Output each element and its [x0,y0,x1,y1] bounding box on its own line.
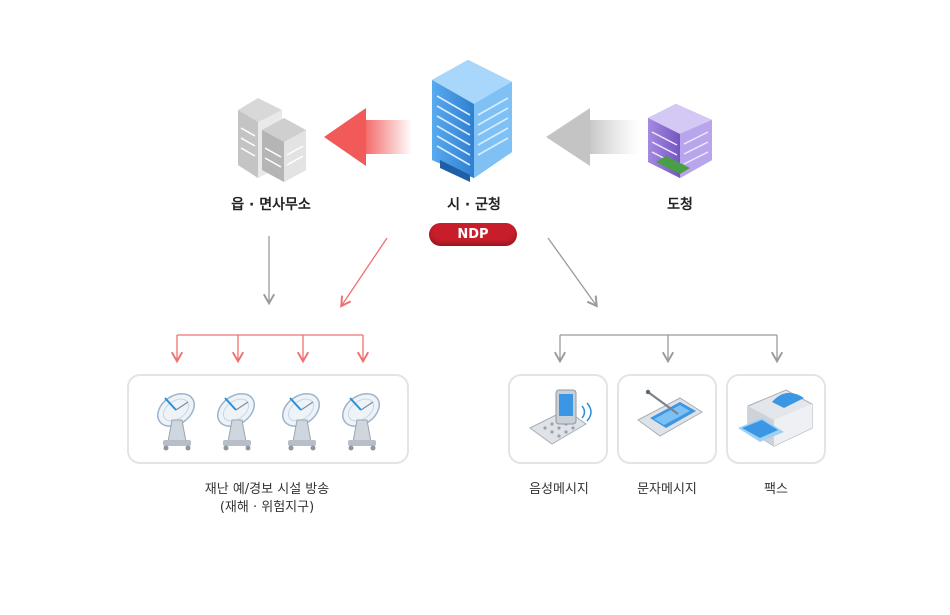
gray-fade-arrow [546,108,640,166]
text-message-label: 문자메시지 [637,482,697,497]
text-message-device-icon [637,389,703,437]
message-distribution-bracket [553,334,784,364]
fax-machine-icon [738,389,813,447]
broadcast-label: 재난 예/경보 시설 방송 [204,482,330,497]
city-hall-label: 시 · 군청 [447,197,501,213]
province-building-icon [648,104,712,178]
red-fade-arrow [324,108,412,166]
province-label: 도청 [667,197,693,213]
city-to-messages-arrow [547,237,598,308]
broadcast-box [127,374,409,464]
city-hall-building-icon [432,60,512,182]
broadcast-sublabel: (재해 · 위험지구) [219,500,315,515]
city-to-broadcast-arrow [340,237,388,308]
voice-message-label: 음성메시지 [529,482,589,497]
satellite-dish-icon [157,393,195,451]
broadcast-distribution-bracket [170,334,370,364]
fax-label: 팩스 [764,482,788,497]
phone-icon [529,389,592,445]
town-office-label: 읍 · 면사무소 [231,197,311,213]
town-office-building-icon [238,98,306,182]
ndp-badge: NDP [429,223,517,246]
